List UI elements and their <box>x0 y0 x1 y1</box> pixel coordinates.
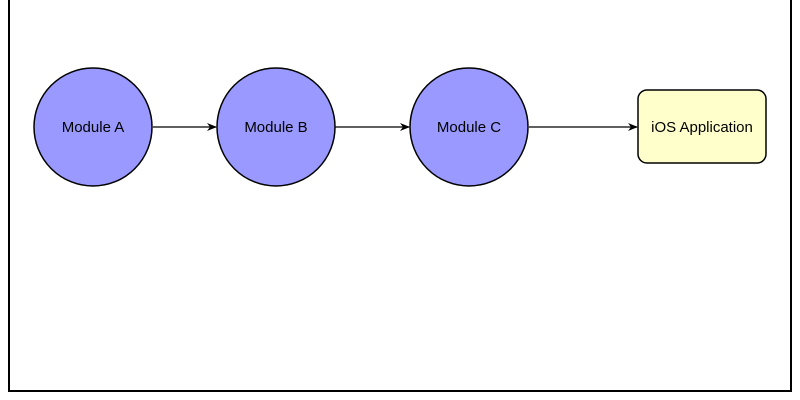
node-module-c-shape <box>409 67 529 187</box>
node-module-b-shape <box>216 67 336 187</box>
node-ios-application-label: iOS Application <box>651 119 753 136</box>
node-module-b[interactable]: Module B <box>216 67 336 187</box>
frame-left-border <box>8 0 10 392</box>
node-module-b-label: Module B <box>244 119 307 136</box>
frame-bottom-border <box>8 390 792 392</box>
node-module-a[interactable]: Module A <box>33 67 153 187</box>
node-ios-application-shape <box>637 89 767 164</box>
frame-right-border <box>790 0 792 392</box>
node-module-c-label: Module C <box>437 119 501 136</box>
node-module-a-shape <box>33 67 153 187</box>
node-ios-application[interactable]: iOS Application <box>637 89 767 164</box>
node-module-c[interactable]: Module C <box>409 67 529 187</box>
node-module-a-label: Module A <box>62 119 125 136</box>
